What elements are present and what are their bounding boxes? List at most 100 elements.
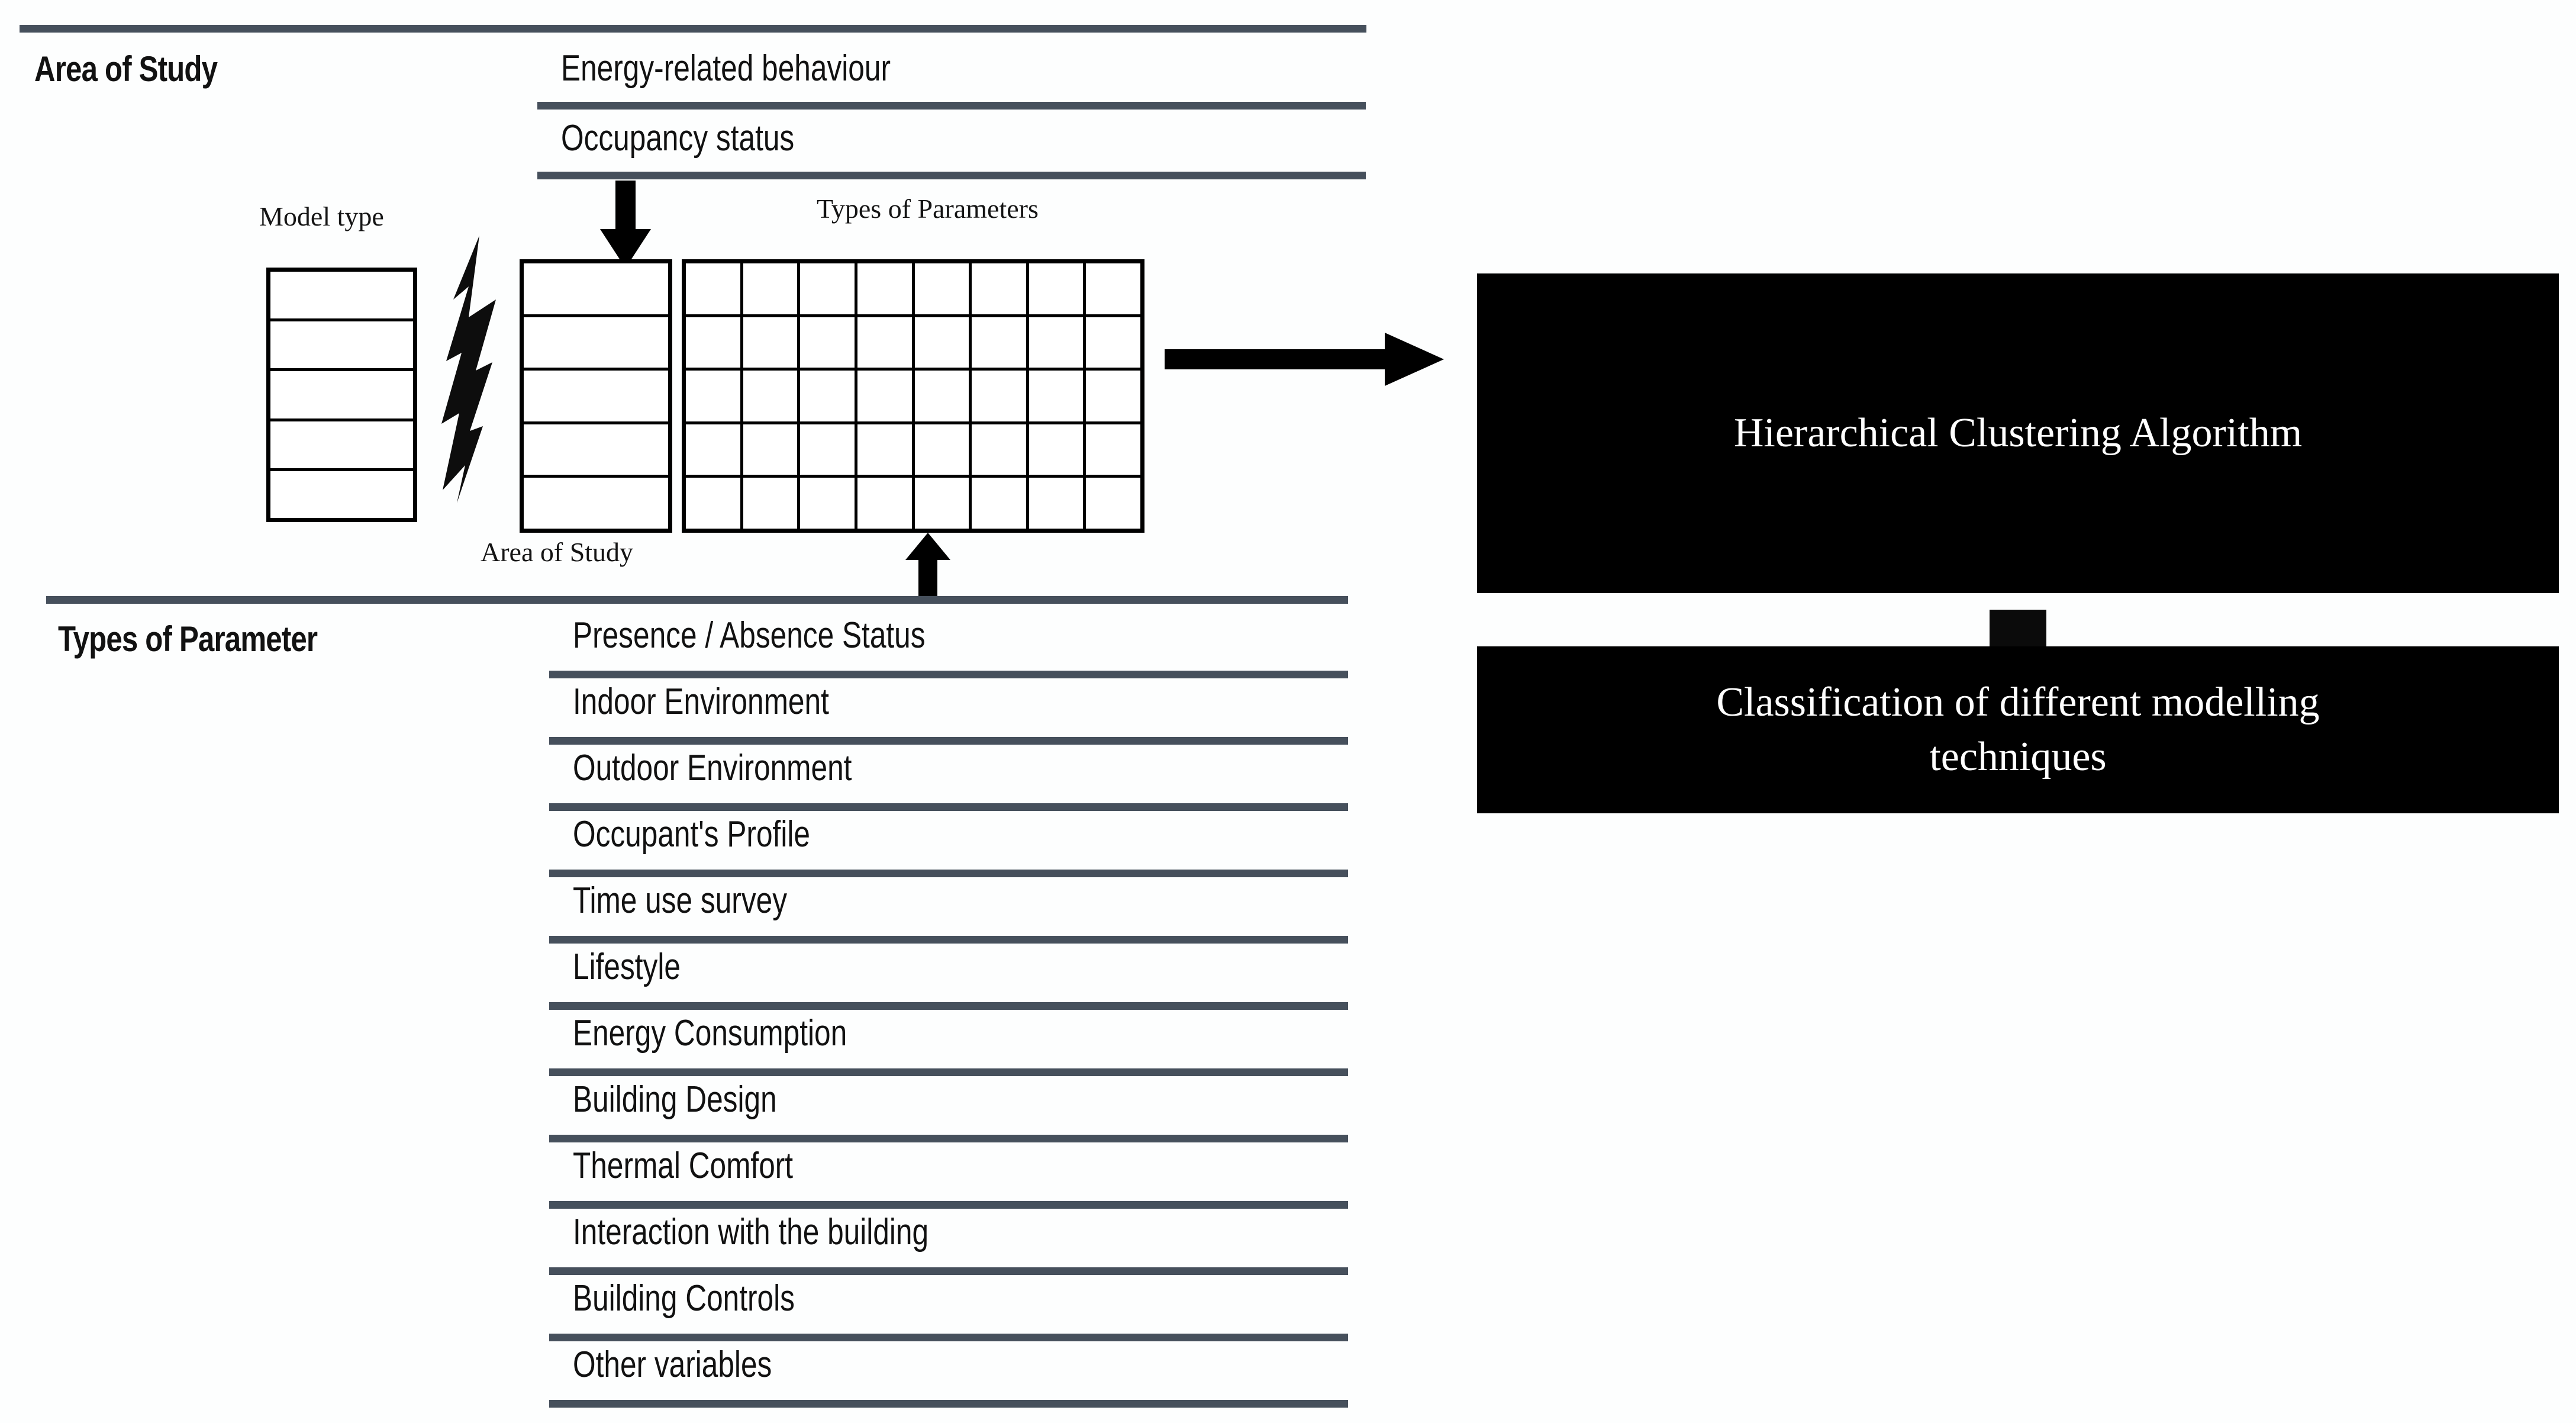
table-cell (1086, 371, 1140, 421)
table-row (524, 424, 668, 478)
rule-interaction-with-the-building (549, 1267, 1348, 1275)
table-cell (915, 371, 972, 421)
table-cell (1029, 424, 1087, 475)
rule-occupancy-status (537, 172, 1366, 179)
table-cell (270, 421, 413, 468)
list-item-energy-consumption: Energy Consumption (573, 1013, 847, 1054)
list-item-other-variables: Other variables (573, 1344, 772, 1385)
table-cell (857, 317, 915, 368)
list-item-occupancy-status: Occupancy status (561, 118, 795, 159)
arrow-up-to-parameters-grid (905, 533, 950, 604)
table-cell (1029, 317, 1087, 368)
list-item-building-controls: Building Controls (573, 1278, 795, 1319)
rule-lifestyle (549, 1002, 1348, 1010)
list-item-presence-absence-status: Presence / Absence Status (573, 615, 926, 656)
table-cell (270, 272, 413, 318)
list-item-indoor-environment: Indoor Environment (573, 681, 829, 722)
table-cell (743, 478, 801, 529)
table-row (270, 272, 413, 322)
table-cell (686, 371, 743, 421)
lightning-bolt-icon (441, 236, 496, 503)
table-cell (800, 371, 857, 421)
rule-thermal-comfort (549, 1201, 1348, 1209)
table-row (686, 317, 1140, 371)
table-row (686, 371, 1140, 424)
table-cell (972, 263, 1029, 314)
table-cell (800, 424, 857, 475)
top-divider-rule (20, 25, 1366, 33)
table-cell (743, 263, 801, 314)
table-cell (857, 478, 915, 529)
table-cell (1086, 478, 1140, 529)
table-cell (686, 263, 743, 314)
table-cell (972, 317, 1029, 368)
table-row (524, 478, 668, 529)
table-cell (972, 424, 1029, 475)
table-cell (1029, 263, 1087, 314)
table-row (686, 424, 1140, 478)
rule-other-variables (549, 1400, 1348, 1408)
table-cell (686, 478, 743, 529)
process-box-classification: Classification of different modelling te… (1477, 646, 2559, 813)
table-cell (524, 263, 668, 314)
rule-outdoor-environment (549, 803, 1348, 811)
table-cell (915, 317, 972, 368)
table-cell (686, 317, 743, 368)
arrow-down-to-area-of-study (600, 181, 651, 268)
table-cell (524, 317, 668, 368)
table-cell (524, 478, 668, 529)
types-of-parameter-divider-rule (46, 596, 1348, 604)
types-of-parameter-heading: Types of Parameter (58, 619, 318, 659)
rule-building-controls (549, 1334, 1348, 1341)
list-item-thermal-comfort: Thermal Comfort (573, 1145, 794, 1186)
rule-energy-related-behaviour (537, 102, 1366, 110)
table-row (270, 321, 413, 372)
list-item-energy-related-behaviour: Energy-related behaviour (561, 48, 891, 89)
table-cell (743, 317, 801, 368)
process-box-clustering-algorithm: Hierarchical Clustering Algorithm (1477, 273, 2559, 593)
table-row (686, 478, 1140, 529)
table-row (686, 263, 1140, 317)
table-cell (800, 478, 857, 529)
caption-model-type: Model type (259, 201, 384, 231)
table-row (524, 263, 668, 317)
table-cell (1086, 317, 1140, 368)
rule-presence-absence-status (549, 671, 1348, 678)
model-type-column (266, 268, 417, 522)
table-cell (524, 424, 668, 475)
list-item-occupants-profile: Occupant's Profile (573, 814, 810, 855)
table-row (270, 421, 413, 471)
table-cell (972, 371, 1029, 421)
list-item-lifestyle: Lifestyle (573, 946, 681, 987)
table-cell (915, 478, 972, 529)
rule-time-use-survey (549, 936, 1348, 944)
caption-area-of-study: Area of Study (481, 537, 634, 567)
table-cell (1029, 478, 1087, 529)
table-cell (524, 371, 668, 421)
rule-occupants-profile (549, 870, 1348, 877)
table-cell (800, 263, 857, 314)
table-cell (915, 424, 972, 475)
table-cell (743, 424, 801, 475)
list-item-time-use-survey: Time use survey (573, 880, 787, 921)
area-of-study-heading: Area of Study (34, 49, 218, 89)
table-cell (857, 263, 915, 314)
list-item-interaction-with-the-building: Interaction with the building (573, 1212, 929, 1253)
process-box-classification-label: Classification of different modelling te… (1716, 679, 2320, 780)
table-row (524, 371, 668, 424)
table-cell (857, 371, 915, 421)
caption-types-of-parameters: Types of Parameters (817, 194, 1039, 224)
table-row (270, 471, 413, 518)
table-cell (270, 471, 413, 518)
table-cell (857, 424, 915, 475)
table-cell (972, 478, 1029, 529)
arrow-right-to-clustering-algorithm (1165, 333, 1444, 386)
table-cell (915, 263, 972, 314)
table-cell (1086, 424, 1140, 475)
table-cell (686, 424, 743, 475)
list-item-outdoor-environment: Outdoor Environment (573, 748, 852, 788)
types-of-parameters-grid (682, 259, 1144, 533)
table-cell (1029, 371, 1087, 421)
table-cell (743, 371, 801, 421)
